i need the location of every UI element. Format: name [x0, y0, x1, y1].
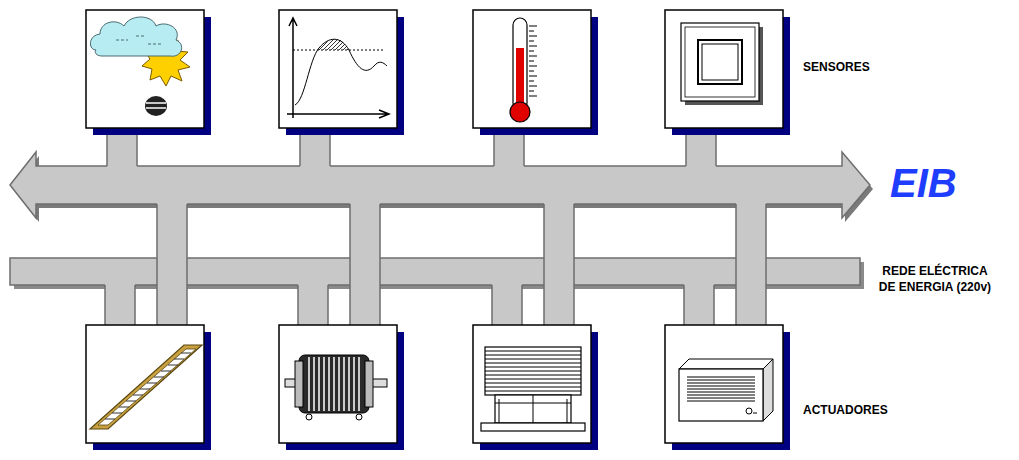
motor-icon	[365, 361, 373, 407]
device-box	[473, 325, 591, 443]
setpoint-chart-icon	[295, 39, 387, 105]
bus-drop	[157, 203, 187, 326]
power-network-bar	[10, 258, 860, 285]
device-box	[279, 325, 397, 443]
wall-switch-icon	[702, 44, 738, 80]
power-network-label: REDE ELÉCTRICA DE ENERGIA (220v)	[876, 263, 994, 295]
fluorescent-lamp-icon	[90, 345, 202, 429]
power-stub	[492, 284, 522, 326]
air-conditioner-icon	[679, 359, 773, 421]
motor-icon	[356, 414, 362, 420]
fluorescent-lamp-icon	[98, 349, 196, 425]
window-blind-icon	[495, 395, 571, 423]
power-stub	[298, 284, 328, 326]
thermometer-icon	[510, 102, 530, 122]
bus-logo: EIB	[890, 160, 1000, 206]
motor-icon	[295, 361, 303, 407]
power-stub	[105, 285, 135, 326]
device-box	[473, 10, 591, 128]
bus-drop	[157, 204, 187, 326]
air-conditioner-icon	[687, 377, 755, 401]
air-conditioner-icon	[753, 413, 757, 414]
bus-drop	[544, 203, 574, 326]
window-blind-icon	[485, 347, 581, 395]
wall-switch-icon	[685, 27, 755, 97]
bus-drop	[736, 204, 766, 326]
window-blind-icon	[485, 351, 581, 391]
device-box	[665, 10, 783, 128]
motor-icon	[309, 357, 359, 411]
bus-drop	[350, 203, 380, 326]
air-conditioner-icon	[746, 408, 752, 414]
power-stub	[298, 285, 328, 326]
weather-sensor-icon	[145, 96, 167, 116]
bus-drop	[544, 204, 574, 326]
setpoint-chart-icon	[293, 49, 385, 50]
device-box	[86, 10, 790, 450]
wall-switch-icon	[681, 23, 763, 105]
thermometer-icon	[529, 26, 537, 96]
power-stub	[684, 285, 714, 326]
power-stub	[105, 284, 135, 326]
air-conditioner-icon	[679, 359, 773, 369]
section-label: ACTUADORES	[803, 403, 913, 417]
device-box	[279, 10, 397, 128]
power-stub	[105, 284, 714, 326]
device-box	[86, 325, 204, 443]
bus-drop	[736, 203, 766, 326]
air-conditioner-icon	[679, 369, 763, 421]
section-label: SENSORES	[803, 60, 913, 74]
weather-sensor-icon	[146, 103, 166, 108]
device-box	[86, 10, 204, 128]
setpoint-chart-icon	[287, 110, 389, 118]
wall-switch-icon	[698, 40, 742, 84]
device-box	[665, 325, 783, 443]
weather-sensor-icon	[116, 36, 162, 44]
power-stub	[684, 284, 714, 326]
bus-drop	[350, 204, 380, 326]
window-blind-icon	[495, 395, 571, 423]
weather-sensor-icon	[90, 17, 181, 56]
air-conditioner-icon	[763, 359, 773, 421]
power-stub	[492, 285, 522, 326]
setpoint-chart-icon	[289, 18, 297, 118]
motor-icon	[285, 355, 387, 420]
motor-icon	[306, 414, 312, 420]
fluorescent-lamp-icon	[90, 345, 202, 429]
window-blind-icon	[481, 347, 585, 431]
fluorescent-lamp-icon	[105, 353, 191, 419]
weather-sensor-icon	[90, 17, 190, 116]
window-blind-icon	[481, 423, 585, 431]
bus-drop	[157, 203, 766, 326]
thermometer-icon	[510, 18, 537, 122]
wall-switch-icon	[681, 23, 759, 101]
setpoint-chart-icon	[287, 18, 389, 118]
motor-icon	[299, 355, 369, 413]
